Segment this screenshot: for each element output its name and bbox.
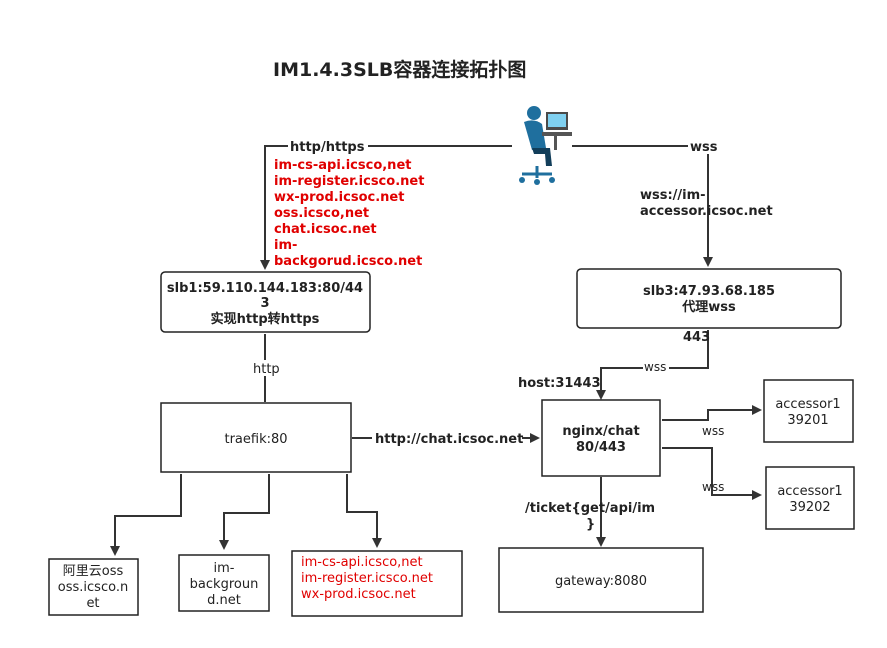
node-services[interactable]: im-cs-api.icsco,net im-register.icsco.ne…	[291, 550, 463, 617]
node-oss[interactable]: 阿里云oss oss.icsco.n et	[48, 558, 139, 616]
label-port-443: 443	[683, 330, 710, 345]
accessor1-line-1: accessor1	[775, 397, 840, 412]
node-background[interactable]: im- backgroun d.net	[178, 554, 270, 612]
edge-nginx-accessor1	[662, 405, 762, 421]
label-wss-right-1: wss	[702, 424, 724, 438]
background-line-3: d.net	[207, 593, 241, 608]
background-line-1: im-	[214, 561, 235, 576]
label-http-chat: http://chat.icsoc.net	[375, 432, 523, 447]
node-accessor1[interactable]: accessor1 39201	[763, 379, 854, 443]
slb1-line-1: slb1:59.110.144.183:80/44	[167, 281, 363, 296]
label-http: http	[253, 362, 280, 377]
edge-traefik-oss	[110, 474, 182, 556]
label-wss-domain-1: wss://im-	[640, 188, 706, 203]
slb1-line-3: 实现http转https	[211, 311, 320, 327]
node-slb1[interactable]: slb1:59.110.144.183:80/44 3 实现http转https	[160, 271, 371, 333]
red-domain-6: im-	[274, 238, 297, 253]
traefik-label: traefik:80	[224, 432, 287, 447]
node-nginx[interactable]: nginx/chat 80/443	[541, 399, 661, 477]
diagram-title: IM1.4.3SLB容器连接拓扑图	[273, 58, 526, 81]
label-wss-mid: wss	[644, 360, 666, 374]
slb1-line-2: 3	[260, 296, 269, 311]
label-wss-right-2: wss	[702, 480, 724, 494]
oss-line-3: et	[86, 596, 99, 611]
label-ticket-2: }	[586, 517, 595, 532]
accessor2-line-2: 39202	[789, 500, 830, 515]
red-domain-7: backgorud.icsco.net	[274, 254, 422, 269]
label-host-port: host:31443	[518, 376, 601, 391]
gateway-label: gateway:8080	[555, 574, 647, 589]
edge-traefik-services	[346, 474, 382, 548]
edge-traefik-background	[219, 474, 270, 550]
red-domain-3: wx-prod.icsoc.net	[274, 190, 404, 205]
services-line-3: wx-prod.icsoc.net	[301, 587, 416, 602]
red-domain-2: im-register.icsco.net	[274, 174, 424, 189]
red-domain-4: oss.icsco,net	[274, 206, 369, 221]
oss-line-1: 阿里云oss	[63, 564, 124, 579]
services-line-1: im-cs-api.icsco,net	[301, 555, 423, 570]
node-accessor2[interactable]: accessor1 39202	[765, 466, 855, 530]
accessor2-line-1: accessor1	[777, 484, 842, 499]
slb3-line-2: 代理wss	[681, 299, 736, 315]
label-http-https: http/https	[290, 140, 365, 155]
red-domain-list: im-cs-api.icsco,net im-register.icsco.ne…	[274, 158, 424, 269]
accessor1-line-2: 39201	[787, 413, 828, 428]
services-line-2: im-register.icsco.net	[301, 571, 433, 586]
label-wss-top: wss	[690, 140, 718, 155]
red-domain-5: chat.icsoc.net	[274, 222, 377, 237]
nginx-line-2: 80/443	[576, 440, 626, 455]
node-traefik[interactable]: traefik:80	[160, 402, 352, 473]
computer-user-icon	[519, 106, 572, 185]
nginx-line-1: nginx/chat	[562, 424, 639, 439]
slb3-line-1: slb3:47.93.68.185	[643, 284, 775, 299]
label-wss-domain-2: accessor.icsoc.net	[640, 204, 773, 219]
node-slb3[interactable]: slb3:47.93.68.185 代理wss	[576, 268, 842, 329]
red-domain-1: im-cs-api.icsco,net	[274, 158, 411, 173]
edge-nginx-accessor2	[662, 447, 762, 500]
oss-line-2: oss.icsco.n	[58, 580, 128, 595]
node-gateway[interactable]: gateway:8080	[498, 547, 704, 613]
edge-user-slb1	[260, 145, 512, 270]
background-line-2: backgroun	[190, 577, 259, 592]
label-ticket-1: /ticket{get/api/im	[525, 501, 655, 516]
